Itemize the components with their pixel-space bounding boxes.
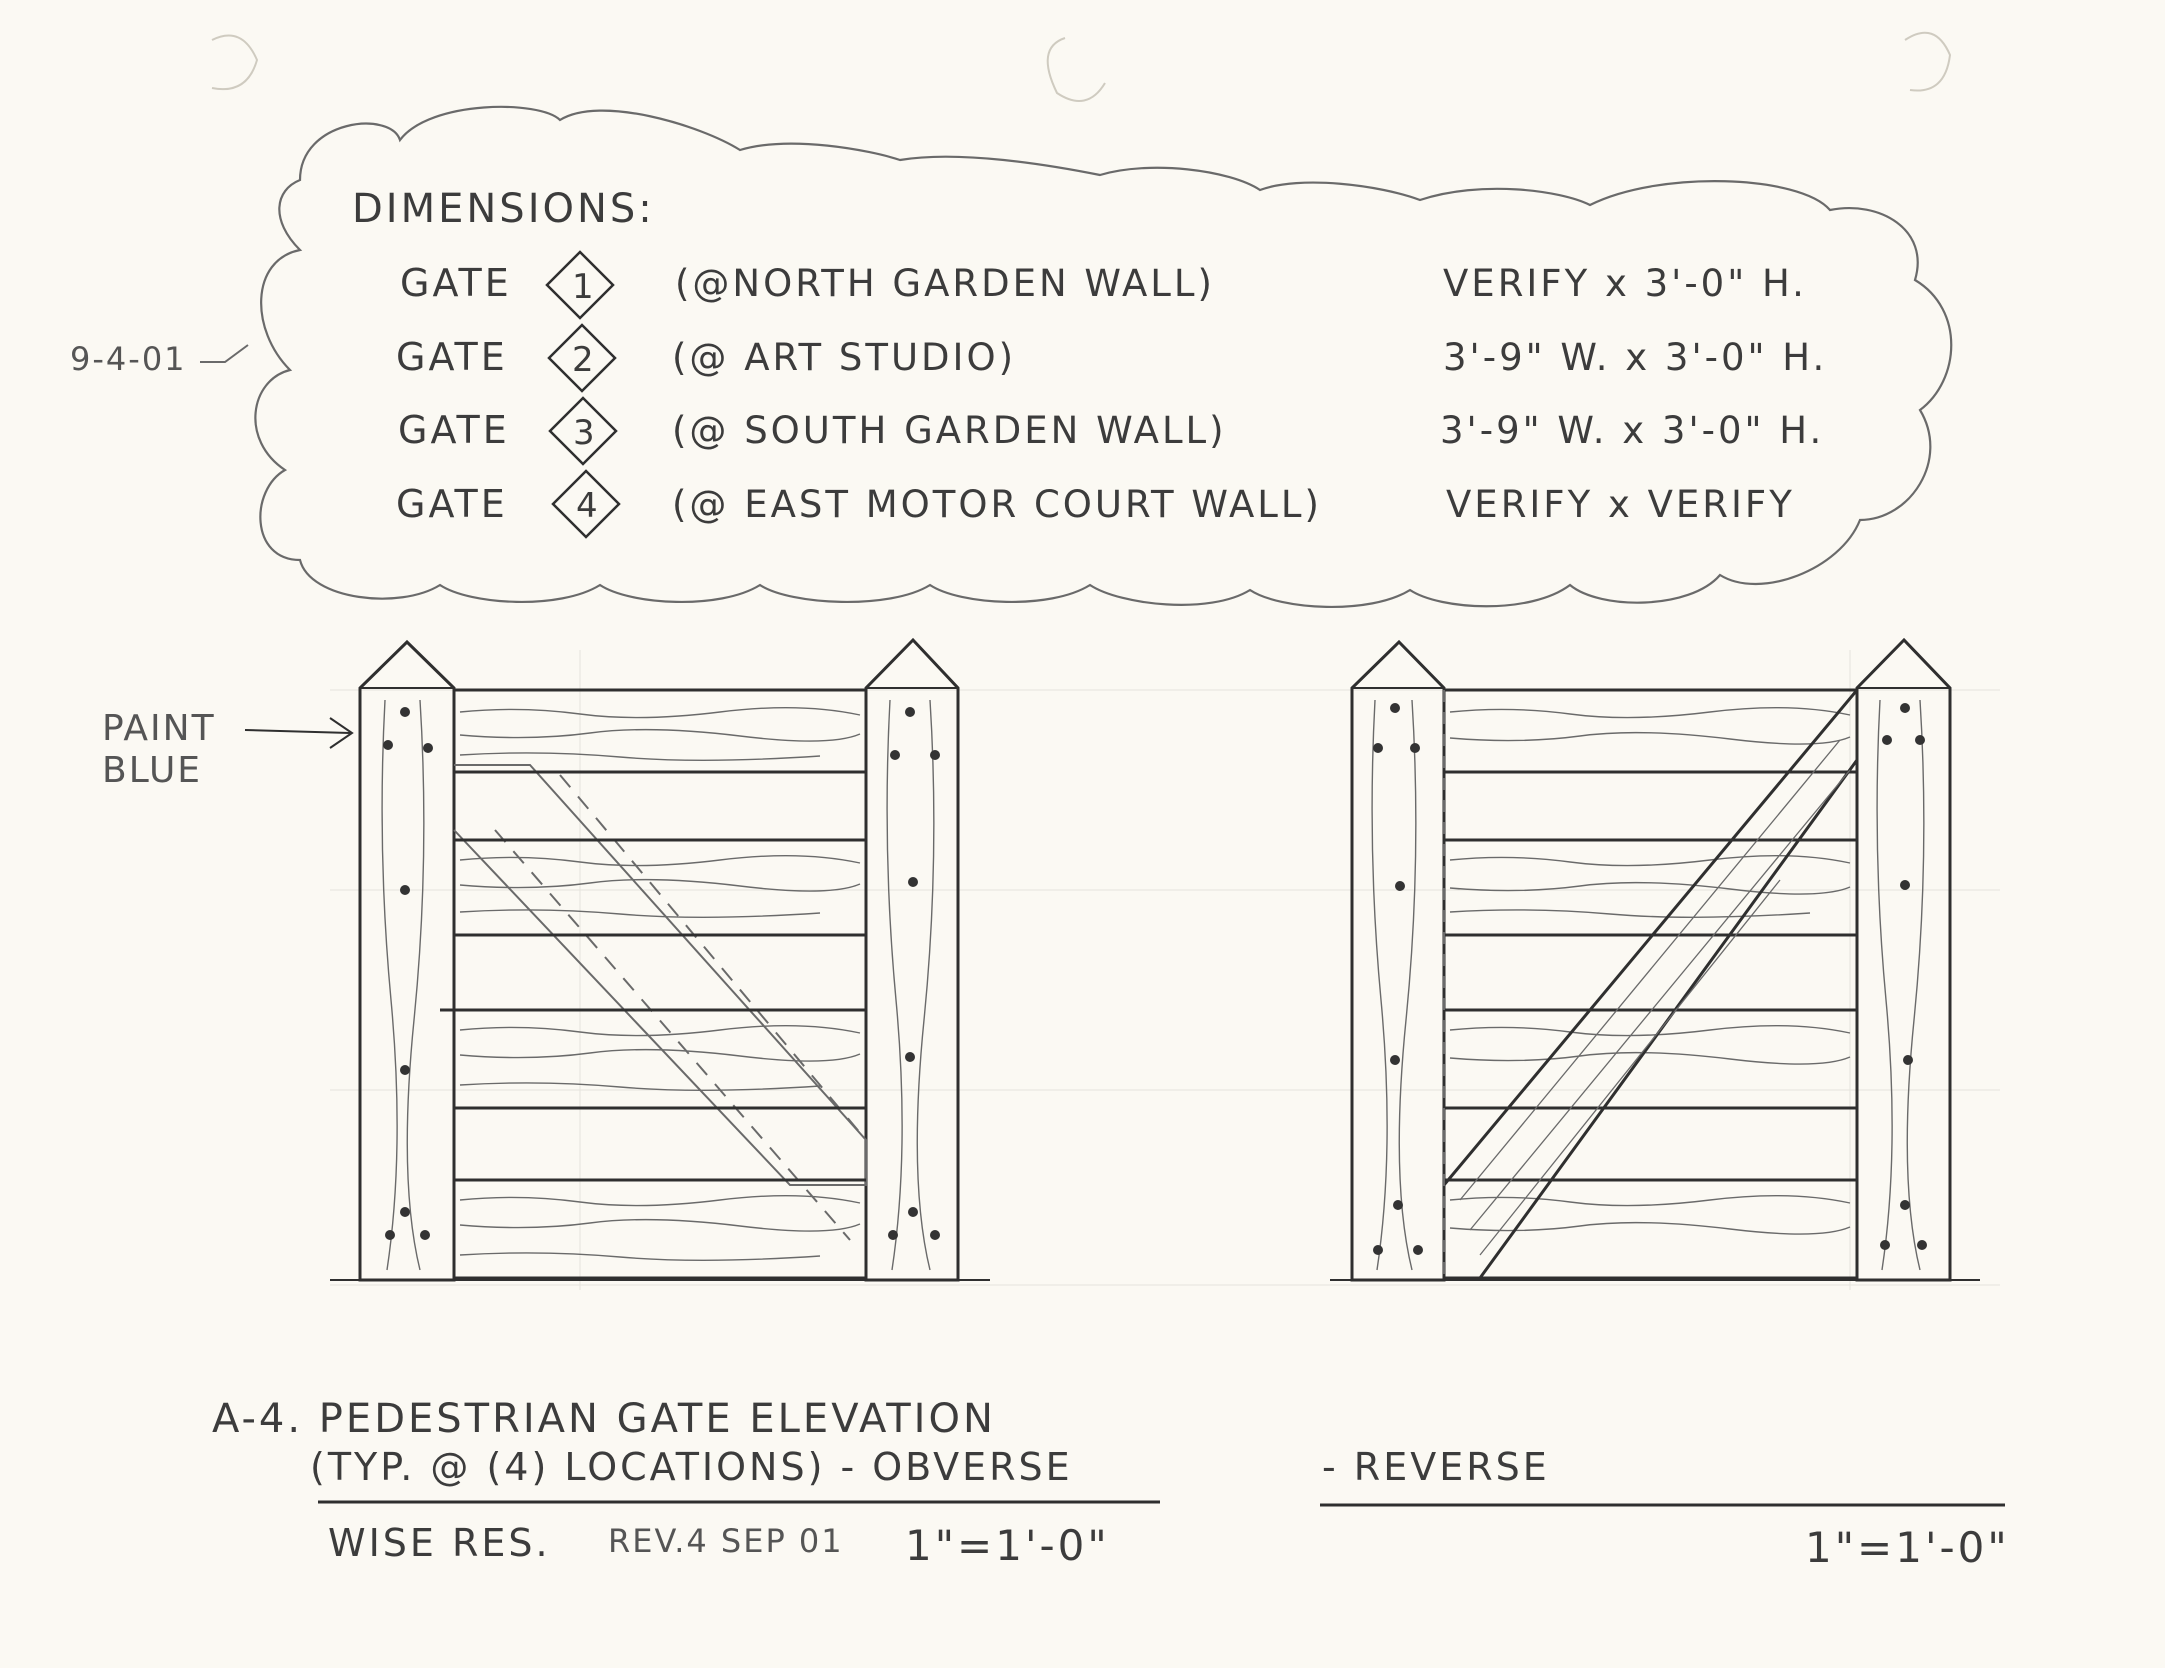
nail-heads [1373,703,1927,1255]
paint-note-line1: PAINT [102,708,216,749]
revision-leader [200,344,249,363]
gate-size: 3'-9" W. x 3'-0" H. [1443,336,1827,379]
brace-grain [1459,739,1851,1256]
gate-row-2: GATE 2 (@ ART STUDIO) 3'-9" W. x 3'-0" H… [396,323,1827,393]
nail-heads [383,707,940,1240]
gate-label: GATE [396,482,508,526]
right-post [864,637,960,1282]
paint-note-arrow [244,717,354,749]
gate-number-diamond [545,250,615,320]
horizontal-boards [1330,688,1980,1281]
gate-label: GATE [398,408,510,452]
gate-number-diamond [548,396,618,466]
gate-location: (@ SOUTH GARDEN WALL) [672,409,1227,452]
paint-note-line2: BLUE [102,750,202,791]
gate-row-3: GATE 3 (@ SOUTH GARDEN WALL) 3'-9" W. x … [398,396,1824,466]
gate-location: (@ ART STUDIO) [672,336,1016,379]
wood-grain [381,699,935,1271]
punch-holes [211,31,1952,102]
wood-grain [1371,699,1925,1271]
diagonal-brace [453,764,867,1186]
gate-number-diamond [547,323,617,393]
scale-left: 1"=1'-0" [905,1521,1110,1570]
revision-stamp: REV.4 SEP 01 [608,1522,844,1560]
gate-size: VERIFY x 3'-0" H. [1443,262,1807,305]
gate-size: 3'-9" W. x 3'-0" H. [1440,409,1824,452]
reverse-gate [1330,637,1980,1282]
horizontal-boards [330,688,990,1281]
gate-number: 1 [572,267,597,307]
gate-row-4: GATE 4 (@ EAST MOTOR COURT WALL) VERIFY … [396,469,1795,539]
gate-location: (@NORTH GARDEN WALL) [675,262,1215,305]
gate-size: VERIFY x VERIFY [1446,483,1795,526]
gate-number-diamond [551,469,621,539]
obverse-gate [330,637,990,1282]
grid-lines [330,650,2000,1290]
gate-number: 4 [576,486,601,526]
left-post [1350,639,1446,1282]
scale-right: 1"=1'-0" [1805,1523,2010,1572]
title-block: A-4. PEDESTRIAN GATE ELEVATION (TYP. @ (… [212,1396,2010,1572]
gate-label: GATE [396,335,508,379]
project-name: WISE RES. [328,1521,551,1565]
gate-number: 3 [573,413,598,453]
drawing-title: A-4. PEDESTRIAN GATE ELEVATION [212,1396,996,1442]
gate-label: GATE [400,261,512,305]
left-post [358,639,456,1282]
revision-date-note: 9-4-01 [70,340,187,378]
gate-location: (@ EAST MOTOR COURT WALL) [672,483,1322,526]
reverse-label: - REVERSE [1322,1445,1550,1489]
gate-number: 2 [572,340,597,380]
gate-row-1: GATE 1 (@NORTH GARDEN WALL) VERIFY x 3'-… [400,250,1807,320]
dimensions-heading: DIMENSIONS: [352,186,655,232]
diagonal-brace[interactable] [1442,685,1859,1280]
drawing-subtitle: (TYP. @ (4) LOCATIONS) - OBVERSE [310,1445,1073,1489]
right-post [1855,637,1952,1282]
revision-cloud [254,105,1953,608]
